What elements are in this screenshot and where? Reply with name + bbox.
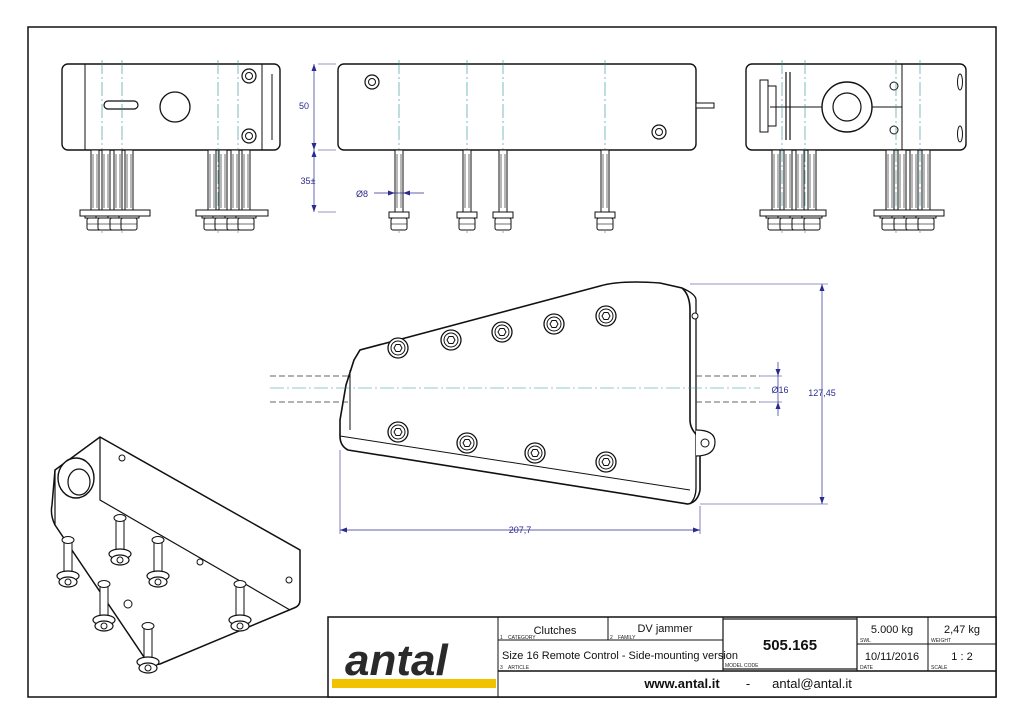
end-view-left [61,60,281,235]
date-value: 10/11/2016 [865,651,919,663]
category-label: CATEGORY [508,635,536,641]
article-num: 3 [500,665,503,671]
family-label: FAMILY [618,635,636,641]
swl-value: 5.000 kg [871,624,913,636]
dimension-overall-length [339,450,701,534]
end-view-right [745,60,967,235]
dimension-bolt-diameter [374,190,424,196]
family-value: DV jammer [637,623,692,635]
article-label: ARTICLE [508,665,530,671]
dimension-rope-diameter [760,362,782,416]
model-code-value: 505.165 [763,637,817,654]
contact-separator: - [746,676,750,691]
isometric-view [50,436,301,674]
dimension-height-top [311,63,336,213]
model-code-label: MODEL CODE [725,663,759,669]
scale-value: 1 : 2 [951,651,972,663]
date-label: DATE [860,665,874,671]
dimension-overall-height [690,283,828,505]
title-block [327,616,997,698]
swl-label: SWL [860,638,871,644]
dim-label-bolt-diameter: Ø8 [356,189,368,199]
website-link[interactable]: www.antal.it [643,676,720,691]
category-num: 1 [500,635,503,641]
weight-value: 2,47 kg [944,624,980,636]
family-num: 2 [610,635,613,641]
email-link[interactable]: antal@antal.it [772,676,852,691]
weight-label: WEIGHT [931,638,951,644]
side-view-top [337,60,715,235]
dim-label-rope-diameter: Ø16 [771,385,788,395]
dim-label-35: 35± [301,176,316,186]
main-view [270,281,760,505]
logo: antal [345,636,448,685]
dim-label-50: 50 [299,101,309,111]
dim-label-overall-length: 207,7 [509,525,532,535]
dim-label-overall-height: 127,45 [808,388,836,398]
scale-label: SCALE [931,665,948,671]
category-value: Clutches [534,625,577,637]
article-value: Size 16 Remote Control - Side-mounting v… [502,650,738,662]
